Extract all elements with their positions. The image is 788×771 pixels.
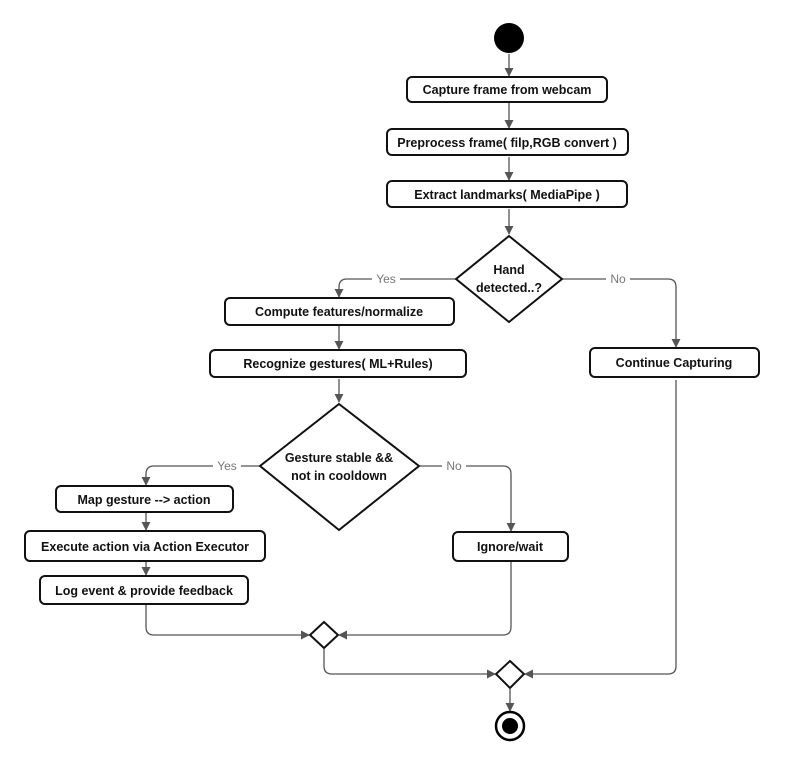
node-execute-label: Execute action via Action Executor (41, 540, 249, 554)
merge-node-2 (494, 659, 526, 690)
decision-gesture-stable: Gesture stable && not in cooldown (258, 402, 421, 532)
edge-label-hand-no: No (610, 272, 626, 286)
node-ignore-label: Ignore/wait (477, 540, 544, 554)
node-extract: Extract landmarks( MediaPipe ) (386, 180, 628, 208)
node-map: Map gesture --> action (55, 485, 234, 513)
node-capture: Capture frame from webcam (406, 76, 608, 103)
edges (141, 54, 681, 712)
edge-gesture-no (419, 465, 516, 532)
edge-hand-yes (334, 278, 456, 298)
node-compute-box (224, 297, 455, 326)
node-log-box (39, 575, 249, 605)
node-preprocess: Preprocess frame( filp,RGB convert ) (386, 128, 629, 156)
node-capture-box (406, 76, 608, 103)
node-log: Log event & provide feedback (39, 575, 249, 605)
node-continue-label: Continue Capturing (616, 356, 733, 370)
node-preprocess-box (386, 128, 629, 156)
node-map-box (55, 485, 234, 513)
edge-ignore-to-merge1 (338, 562, 512, 640)
edge-merge1-to-merge2 (323, 649, 496, 679)
node-preprocess-label: Preprocess frame( filp,RGB convert ) (397, 136, 617, 150)
decision-gesture-label-line1: Gesture stable && (285, 451, 393, 465)
edge-label-hand-yes: Yes (376, 272, 396, 286)
node-continue: Continue Capturing (589, 347, 760, 378)
edge-label-gesture-yes: Yes (217, 459, 237, 473)
node-capture-label: Capture frame from webcam (423, 83, 592, 97)
node-map-label: Map gesture --> action (77, 493, 210, 507)
merge-node-1 (308, 620, 340, 650)
edge-label-gesture-no: No (446, 459, 462, 473)
node-execute-box (24, 530, 266, 562)
decision-hand-label-line2: detected..? (476, 281, 542, 295)
decision-gesture-shape (258, 402, 421, 532)
decision-hand-label-line1: Hand (493, 263, 524, 277)
start-node (494, 23, 524, 53)
decision-hand-shape (454, 234, 564, 324)
edge-labels: Yes No Yes No (213, 271, 630, 474)
node-execute: Execute action via Action Executor (24, 530, 266, 562)
node-recognize-box (209, 349, 467, 378)
node-ignore: Ignore/wait (452, 531, 569, 562)
node-compute-label: Compute features/normalize (255, 305, 423, 319)
node-compute: Compute features/normalize (224, 297, 455, 326)
node-log-label: Log event & provide feedback (55, 584, 233, 598)
node-extract-label: Extract landmarks( MediaPipe ) (414, 188, 599, 202)
decision-hand-detected: Hand detected..? (454, 234, 564, 324)
decision-gesture-label-line2: not in cooldown (291, 469, 387, 483)
edge-hand-no (562, 278, 681, 348)
node-recognize: Recognize gestures( ML+Rules) (209, 349, 467, 378)
node-extract-box (386, 180, 628, 208)
edge-log-to-merge1 (145, 605, 310, 640)
end-node-core (502, 718, 518, 734)
edge-continue-to-merge2 (524, 380, 677, 679)
edge-gesture-yes (141, 465, 260, 486)
node-recognize-label: Recognize gestures( ML+Rules) (243, 357, 432, 371)
end-node (494, 710, 526, 742)
node-ignore-box (452, 531, 569, 562)
node-continue-box (589, 347, 760, 378)
